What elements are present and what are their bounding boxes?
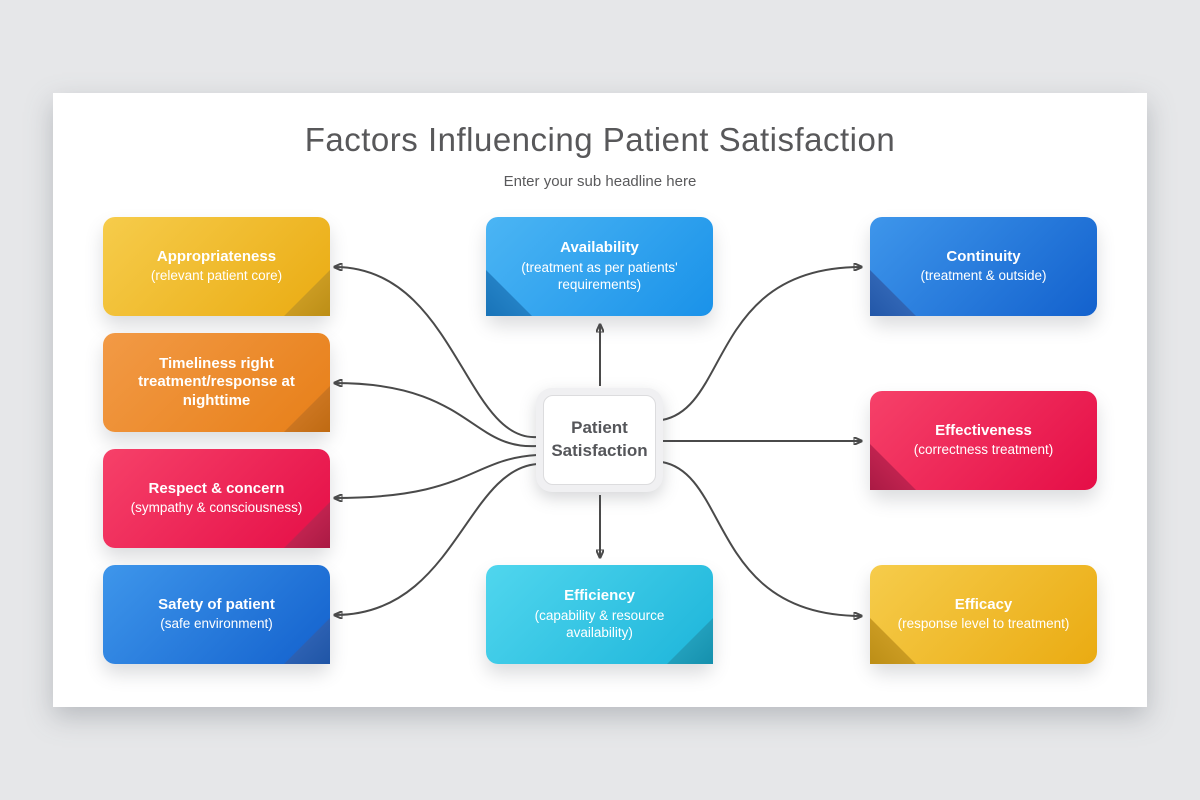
node-availability: Availability (treatment as per patients'… — [486, 217, 713, 316]
page-subtitle: Enter your sub headline here — [503, 173, 697, 190]
node-title: Efficiency — [564, 587, 635, 605]
arrow-to-appropriateness — [335, 267, 538, 439]
node-title: Safety of patient — [158, 595, 275, 613]
page-title: Factors Influencing Patient Satisfaction — [304, 121, 896, 158]
node-efficiency: Efficiency (capability & resource availa… — [486, 565, 713, 664]
node-subtitle: (safe environment) — [160, 616, 273, 632]
center-node-patient-satisfaction: Patient Satisfaction — [536, 388, 663, 492]
node-subtitle: (treatment as per patients' requirements… — [521, 259, 678, 292]
folded-corner — [870, 444, 916, 490]
node-efficacy: Efficacy (response level to treatment) — [870, 565, 1097, 664]
node-title: Continuity — [946, 247, 1021, 265]
folded-corner — [284, 618, 330, 664]
arrow-to-continuity — [661, 267, 861, 421]
node-subtitle: (capability & resource availability) — [534, 607, 665, 640]
node-continuity: Continuity (treatment & outside) — [870, 217, 1097, 316]
node-subtitle: (response level to treatment) — [897, 616, 1070, 632]
folded-corner — [284, 270, 330, 316]
arrow-to-respect — [335, 454, 538, 498]
arrow-to-efficacy — [661, 461, 861, 616]
folded-corner — [870, 270, 916, 316]
node-safety: Safety of patient (safe environment) — [103, 565, 330, 664]
node-respect-concern: Respect & concern (sympathy & consciousn… — [103, 449, 330, 548]
node-subtitle: (correctness treatment) — [913, 442, 1054, 458]
connector-arrows — [53, 93, 1147, 707]
center-node-label: Patient Satisfaction — [551, 418, 648, 460]
center-node-frame: Patient Satisfaction — [543, 395, 656, 485]
node-title: Effectiveness — [935, 421, 1032, 439]
node-effectiveness: Effectiveness (correctness treatment) — [870, 391, 1097, 490]
node-title: Timeliness right treatment/response at n… — [138, 355, 295, 409]
node-title: Appropriateness — [156, 247, 277, 265]
node-appropriateness: Appropriateness (relevant patient core) — [103, 217, 330, 316]
node-title: Respect & concern — [148, 479, 285, 497]
node-subtitle: (treatment & outside) — [920, 268, 1047, 284]
node-subtitle: (relevant patient core) — [150, 268, 283, 284]
node-title: Availability — [560, 239, 639, 257]
node-title: Efficacy — [954, 595, 1013, 613]
arrow-to-safety — [335, 463, 538, 615]
node-subtitle: (sympathy & consciousness) — [130, 500, 303, 516]
slide-canvas: Factors Influencing Patient Satisfaction… — [53, 93, 1147, 707]
arrow-to-timeliness — [335, 383, 538, 448]
node-timeliness: Timeliness right treatment/response at n… — [103, 333, 330, 432]
